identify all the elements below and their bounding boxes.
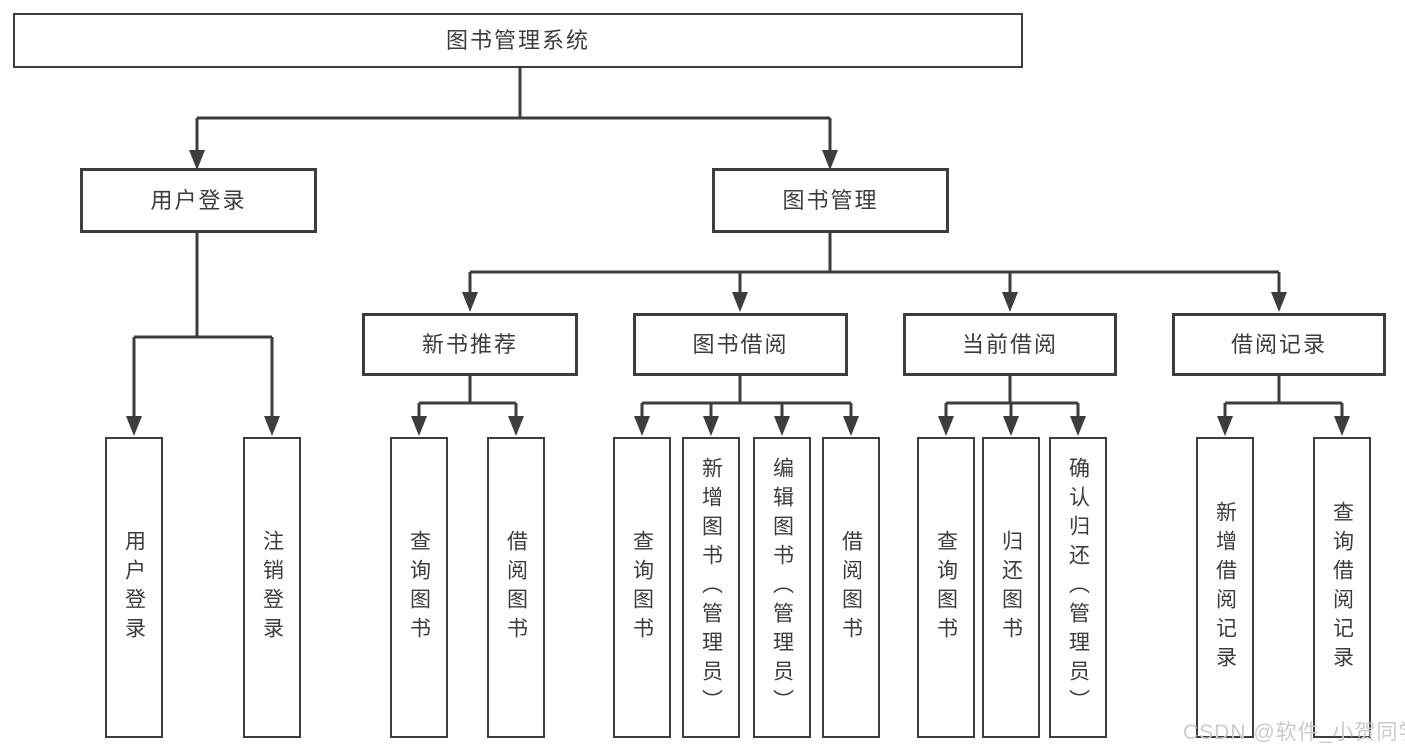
node-new-book-recommendation: 新书推荐 (362, 313, 578, 376)
node-query-books-current: 查询图书 (917, 437, 975, 738)
arrow-icon (1003, 416, 1019, 436)
node-add-book-admin: 新增图书（管理员） (682, 437, 740, 738)
node-edit-book-admin: 编辑图书（管理员） (753, 437, 811, 738)
arrow-icon (126, 416, 142, 436)
node-add-borrow-record: 新增借阅记录 (1196, 437, 1254, 738)
arrow-icon (264, 416, 280, 436)
arrow-icon (462, 292, 478, 312)
node-book-borrowing: 图书借阅 (633, 313, 848, 376)
arrow-icon (843, 416, 859, 436)
node-return-books: 归还图书 (982, 437, 1040, 738)
node-user-login-leaf: 用户登录 (105, 437, 163, 738)
node-query-borrow-record: 查询借阅记录 (1313, 437, 1371, 738)
arrow-icon (1334, 416, 1350, 436)
arrowheads (126, 150, 1350, 436)
arrow-icon (411, 416, 427, 436)
arrow-icon (774, 416, 790, 436)
node-library-system: 图书管理系统 (13, 13, 1023, 68)
node-query-books-recommend: 查询图书 (390, 437, 448, 738)
node-current-borrowing: 当前借阅 (903, 313, 1117, 376)
arrow-icon (1217, 416, 1233, 436)
node-borrow-books-recommend: 借阅图书 (487, 437, 545, 738)
arrow-icon (732, 292, 748, 312)
node-book-management: 图书管理 (712, 168, 949, 233)
node-user-login: 用户登录 (80, 168, 317, 233)
arrow-icon (1070, 416, 1086, 436)
node-logout: 注销登录 (243, 437, 301, 738)
csdn-watermark: CSDN @软件_小贺同学 (1183, 721, 1405, 744)
arrow-icon (822, 150, 838, 170)
arrow-icon (938, 416, 954, 436)
arrow-icon (189, 150, 205, 170)
node-borrowing-records: 借阅记录 (1172, 313, 1386, 376)
arrow-icon (1002, 292, 1018, 312)
node-query-books-borrowing: 查询图书 (613, 437, 671, 738)
node-borrow-books-borrowing: 借阅图书 (822, 437, 880, 738)
node-confirm-return-admin: 确认归还（管理员） (1049, 437, 1107, 738)
arrow-icon (1271, 292, 1287, 312)
arrow-icon (634, 416, 650, 436)
arrow-icon (703, 416, 719, 436)
arrow-icon (508, 416, 524, 436)
